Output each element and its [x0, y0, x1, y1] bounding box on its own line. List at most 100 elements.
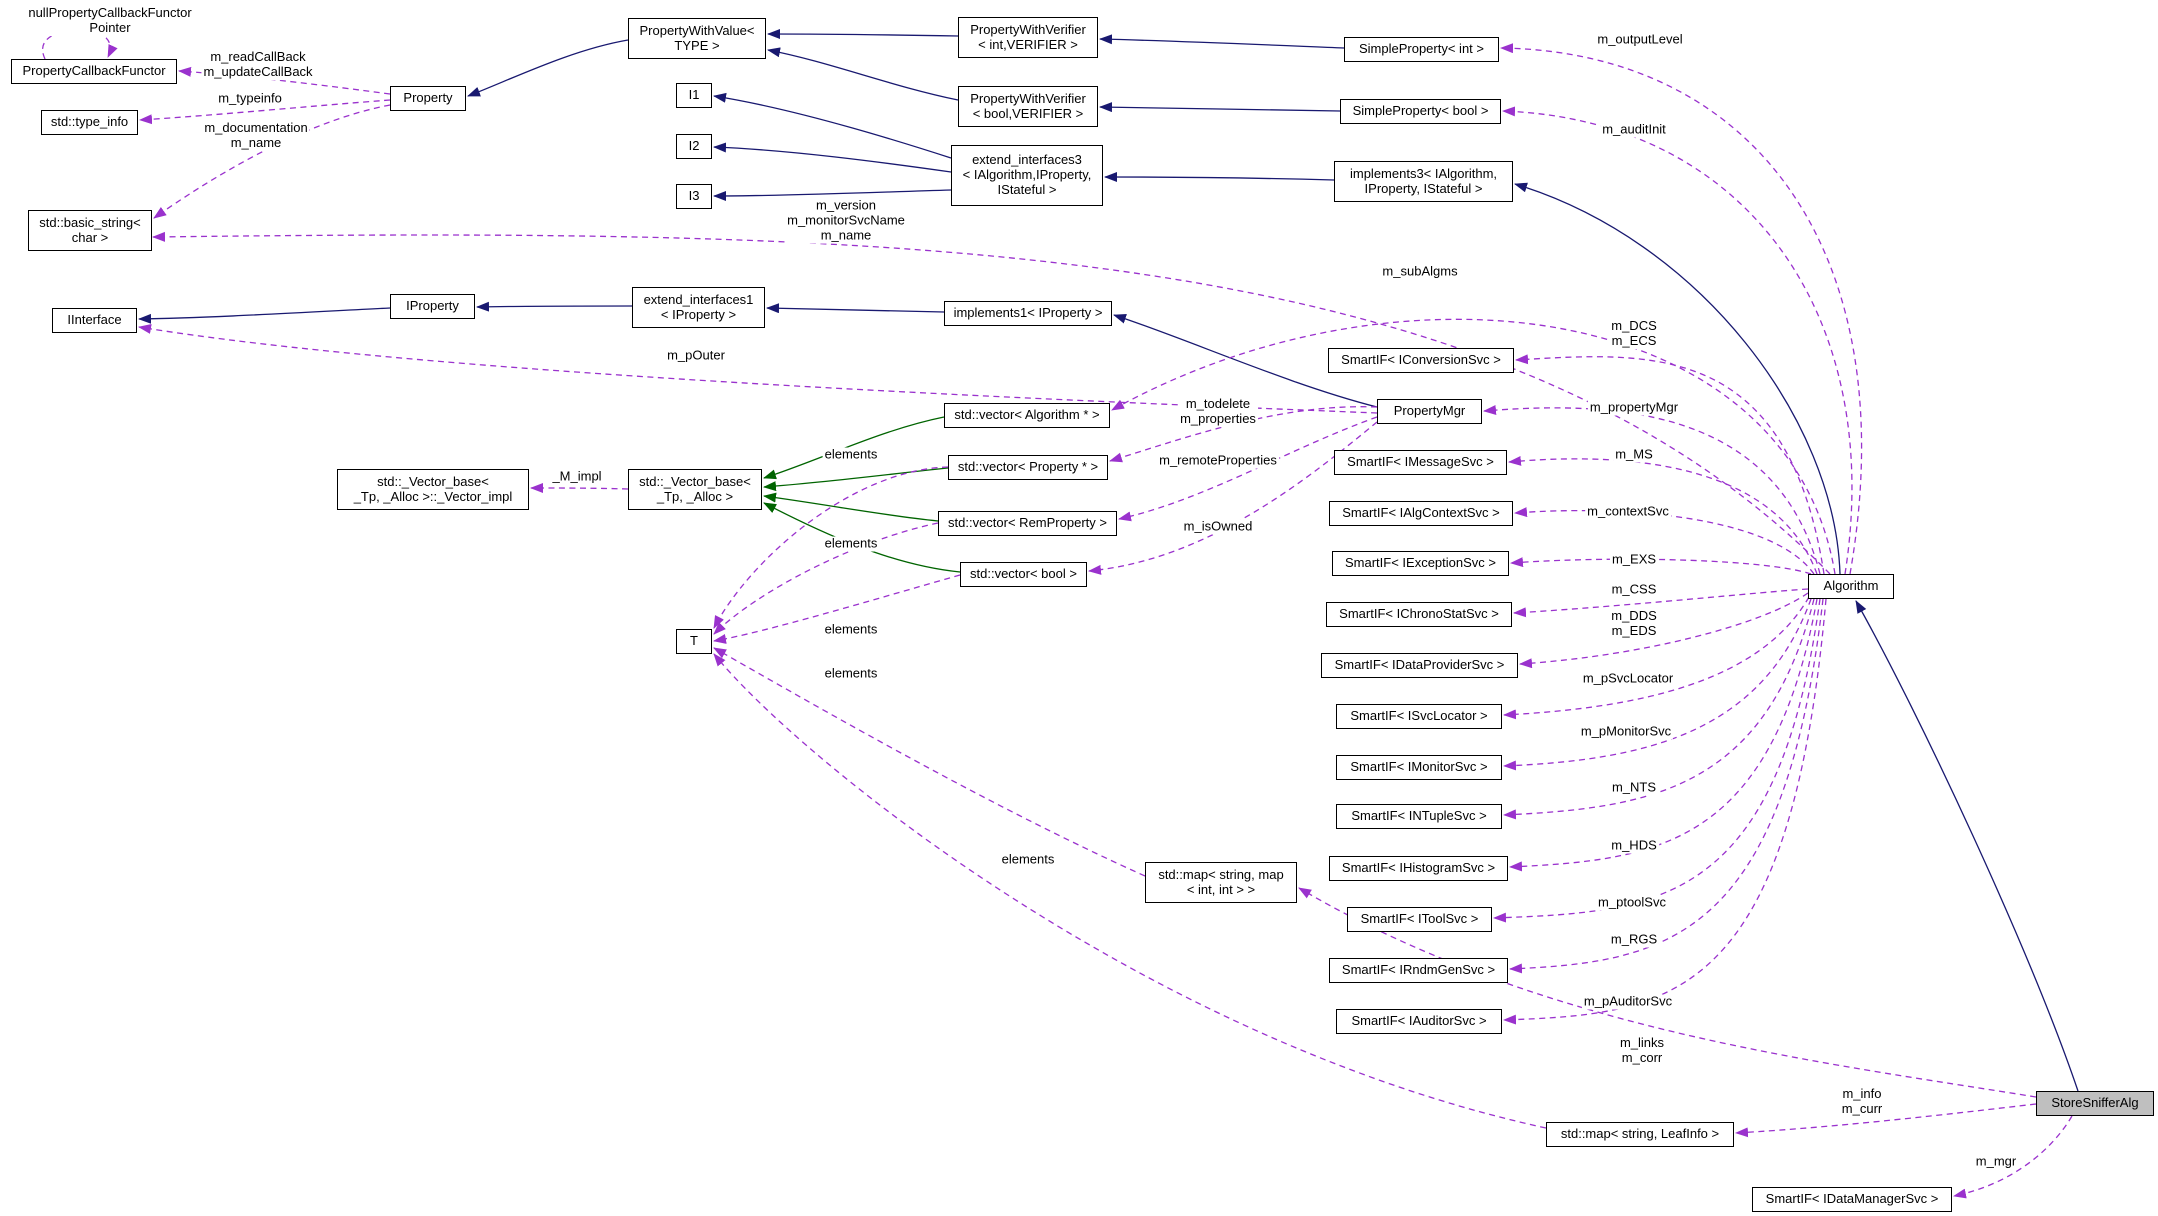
edge-label-algorithm-to-basicstring: m_version m_monitorSvcName m_name: [785, 197, 907, 244]
edge-algorithm-to-basicstring: [152, 231, 1831, 575]
node-vec_bool[interactable]: std::vector< bool >: [960, 562, 1087, 587]
edge-algorithm-to-impl3: [1514, 182, 1841, 575]
edge-ext3-to-i1: [713, 92, 952, 159]
edge-label-algorithm-to-propmgr: m_propertyMgr: [1587, 399, 1681, 416]
node-vimpl[interactable]: std::_Vector_base< _Tp, _Alloc >::_Vecto…: [337, 469, 529, 510]
node-impl3[interactable]: implements3< IAlgorithm, IProperty, ISta…: [1334, 161, 1513, 202]
edge-label-algorithm-to-sifhisto: m_HDS: [1609, 837, 1659, 854]
edge-label-vecrem-to-t: elements: [822, 535, 880, 552]
edge-label-algorithm-to-spint: m_outputLevel: [1595, 31, 1685, 48]
node-sp_int[interactable]: SimpleProperty< int >: [1344, 37, 1499, 62]
node-i3[interactable]: I3: [676, 184, 712, 209]
node-sif_ntuple[interactable]: SmartIF< INTupleSvc >: [1336, 804, 1502, 829]
node-i1[interactable]: I1: [676, 83, 712, 108]
edge-label-storesniffer-to-mapint: m_links m_corr: [1617, 1035, 1667, 1066]
edge-storesniffer-to-sifdatamgr: [1953, 1115, 2073, 1199]
node-map_leaf[interactable]: std::map< string, LeafInfo >: [1546, 1122, 1734, 1147]
edge-algorithm-to-sifmonitor: [1503, 598, 1812, 771]
edge-pwv-to-property: [467, 39, 629, 97]
node-sif_monitor[interactable]: SmartIF< IMonitorSvc >: [1336, 755, 1502, 780]
edge-label-algorithm-to-sifexc: m_EXS: [1609, 551, 1659, 568]
node-impl1[interactable]: implements1< IProperty >: [944, 301, 1112, 326]
node-i2[interactable]: I2: [676, 134, 712, 159]
node-sif_histo[interactable]: SmartIF< IHistogramSvc >: [1329, 856, 1508, 881]
edge-algorithm-to-sifrndm: [1509, 598, 1824, 974]
node-sif_rndm[interactable]: SmartIF< IRndmGenSvc >: [1329, 958, 1508, 983]
edge-algorithm-to-sifdataprov: [1519, 592, 1809, 669]
node-ext1[interactable]: extend_interfaces1 < IProperty >: [632, 287, 765, 328]
edge-label-mapint-to-t: elements: [822, 665, 880, 682]
node-t[interactable]: T: [676, 629, 712, 654]
node-iinterface[interactable]: IInterface: [52, 308, 137, 333]
node-sif_msg[interactable]: SmartIF< IMessageSvc >: [1334, 450, 1507, 475]
edge-label-algorithm-to-siftool: m_ptoolSvc: [1596, 894, 1668, 911]
node-ext3[interactable]: extend_interfaces3 < IAlgorithm,IPropert…: [951, 145, 1103, 206]
node-pwv_bool[interactable]: PropertyWithVerifier < bool,VERIFIER >: [958, 86, 1098, 127]
edge-label-vecbool-to-t: elements: [822, 621, 880, 638]
edge-label-property-to-pcf: m_readCallBack m_updateCallBack: [201, 49, 315, 80]
node-sif_algctx[interactable]: SmartIF< IAlgContextSvc >: [1329, 501, 1513, 526]
node-sp_bool[interactable]: SimpleProperty< bool >: [1340, 99, 1501, 124]
edge-algorithm-to-spint: [1500, 43, 1863, 575]
node-iproperty[interactable]: IProperty: [390, 294, 475, 319]
edge-label-propmgr-to-iinterface: m_pOuter: [665, 347, 727, 364]
edge-label-vbase-to-vimpl: _M_impl: [550, 468, 604, 485]
node-sif_conv[interactable]: SmartIF< IConversionSvc >: [1328, 348, 1514, 373]
edge-vecrem-to-t: [713, 522, 939, 635]
node-propmgr[interactable]: PropertyMgr: [1377, 399, 1482, 424]
edge-label-property-to-basicstring: m_documentation m_name: [202, 120, 310, 151]
edge-algorithm-to-sifauditor: [1503, 598, 1827, 1025]
edge-spint-to-pwvint: [1099, 34, 1345, 49]
edge-label-algorithm-to-sifrndm: m_RGS: [1608, 931, 1660, 948]
edge-propmgr-to-impl1: [1113, 314, 1378, 408]
edge-storesniffer-to-algorithm: [1855, 600, 2079, 1092]
edge-label-algorithm-to-sifauditor: m_pAuditorSvc: [1581, 993, 1675, 1010]
edge-ext3-to-i2: [713, 142, 952, 173]
node-sif_svcloc[interactable]: SmartIF< ISvcLocator >: [1336, 704, 1502, 729]
node-algorithm[interactable]: Algorithm: [1808, 574, 1894, 599]
edge-propmgr-to-vecrem: [1118, 416, 1378, 522]
edge-vecrem-to-vbase: [763, 492, 939, 522]
edge-algorithm-to-propmgr: [1483, 405, 1821, 575]
edge-label-algorithm-to-sifalgctx: m_contextSvc: [1585, 503, 1671, 520]
node-sif_datamgr[interactable]: SmartIF< IDataManagerSvc >: [1752, 1187, 1952, 1212]
node-pwv_int[interactable]: PropertyWithVerifier < int,VERIFIER >: [958, 17, 1098, 58]
node-sif_chrono[interactable]: SmartIF< IChronoStatSvc >: [1326, 602, 1512, 627]
node-vbase[interactable]: std::_Vector_base< _Tp, _Alloc >: [628, 469, 762, 510]
node-pcf[interactable]: PropertyCallbackFunctor: [11, 59, 177, 84]
edge-vecbool-to-t: [713, 574, 961, 644]
edge-property-to-basicstring: [153, 104, 391, 219]
node-vec_alg[interactable]: std::vector< Algorithm * >: [944, 403, 1110, 428]
node-sif_exc[interactable]: SmartIF< IExceptionSvc >: [1332, 551, 1509, 576]
node-map_int[interactable]: std::map< string, map < int, int > >: [1145, 862, 1297, 903]
node-sif_tool[interactable]: SmartIF< IToolSvc >: [1347, 907, 1492, 932]
edge-label-propmgr-to-vecprop: m_todelete m_properties: [1178, 396, 1258, 427]
node-vec_prop[interactable]: std::vector< Property * >: [948, 455, 1108, 480]
edge-storesniffer-to-mapint: [1298, 887, 2037, 1098]
node-property[interactable]: Property: [390, 86, 466, 111]
edge-propmgr-to-vecprop: [1109, 406, 1378, 463]
node-storesniffer[interactable]: StoreSnifferAlg: [2036, 1091, 2154, 1116]
node-basic_string[interactable]: std::basic_string< char >: [28, 210, 152, 251]
edge-algorithm-to-sifconv: [1515, 354, 1825, 575]
edge-algorithm-to-sifsvcloc: [1503, 596, 1810, 720]
edge-property-to-pcf: [178, 66, 391, 95]
node-vec_rem[interactable]: std::vector< RemProperty >: [938, 511, 1117, 536]
edge-algorithm-to-sifhisto: [1509, 598, 1818, 872]
edge-algorithm-to-siftool: [1493, 598, 1821, 923]
edge-algorithm-to-sifmsg: [1508, 455, 1818, 575]
edge-mapint-to-t: [713, 647, 1146, 877]
edge-label-algorithm-to-sifdataprov: m_DDS m_EDS: [1609, 608, 1659, 639]
edge-storesniffer-to-mapleaf: [1735, 1103, 2037, 1138]
edge-label-algorithm-to-sifconv: m_DCS m_ECS: [1609, 318, 1659, 349]
edge-mapleaf-to-t: [713, 653, 1547, 1129]
edge-label-algorithm-to-sifmonitor: m_pMonitorSvc: [1578, 723, 1674, 740]
edge-label-storesniffer-to-mapleaf: m_info m_curr: [1839, 1086, 1885, 1117]
node-type_info[interactable]: std::type_info: [41, 110, 138, 135]
edge-label-property-to-typeinfo: m_typeinfo: [216, 90, 284, 107]
edge-label-pcf-self: nullPropertyCallbackFunctor Pointer: [26, 5, 194, 36]
node-sif_auditor[interactable]: SmartIF< IAuditorSvc >: [1336, 1009, 1502, 1034]
node-sif_dataprov[interactable]: SmartIF< IDataProviderSvc >: [1321, 653, 1518, 678]
node-pwv[interactable]: PropertyWithValue< TYPE >: [628, 18, 766, 59]
edge-algorithm-to-sifchrono: [1513, 588, 1809, 618]
